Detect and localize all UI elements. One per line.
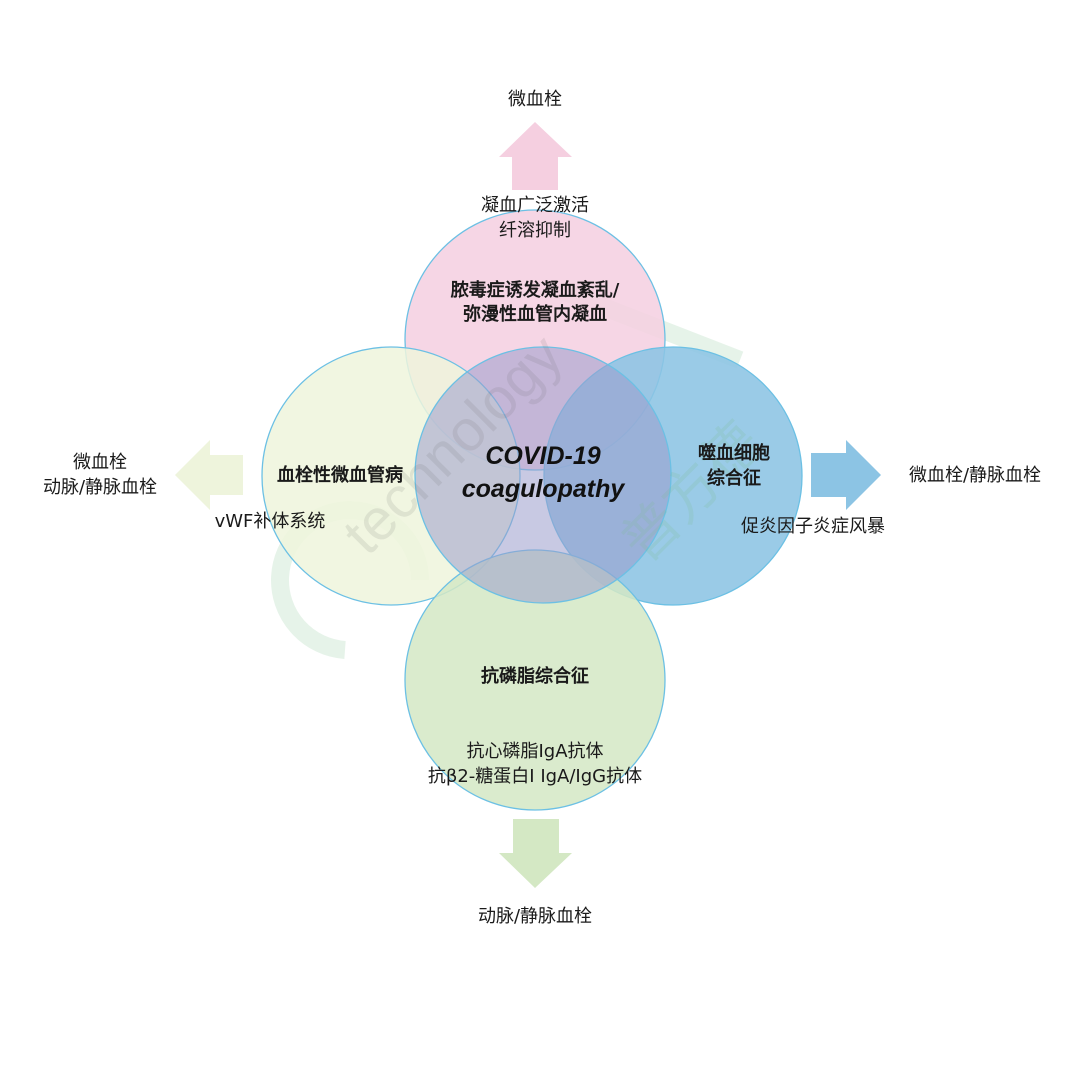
top-mechanism-1: 凝血广泛激活 [481, 195, 589, 216]
bottom-mechanism-2: 抗β2-糖蛋白I IgA/IgG抗体 [427, 766, 643, 787]
center-title-line1: COVID-19 [485, 442, 601, 470]
center-title: COVID-19 coagulopathy [443, 440, 643, 506]
bottom-outcome: 动脉/静脉血栓 [477, 906, 593, 927]
top-circle-title-1: 脓毒症诱发凝血紊乱/ [450, 280, 620, 301]
top-circle-title-2: 弥漫性血管内凝血 [463, 304, 607, 325]
arrow-down [499, 819, 572, 888]
left-mechanism: vWF补体系统 [214, 511, 326, 532]
top-outcome: 微血栓 [508, 89, 562, 110]
right-outcome: 微血栓/静脉血栓 [908, 465, 1042, 486]
center-title-line2: coagulopathy [461, 475, 625, 503]
top-mechanism-2: 纤溶抑制 [499, 220, 571, 241]
left-outcome-2: 动脉/静脉血栓 [42, 477, 158, 498]
arrow-up [499, 122, 572, 190]
right-circle-title-1: 噬血细胞 [698, 443, 770, 464]
bottom-circle-title: 抗磷脂综合征 [481, 666, 589, 687]
right-circle-title-2: 综合征 [707, 468, 761, 489]
right-mechanism: 促炎因子炎症风暴 [741, 516, 885, 537]
arrow-right [811, 440, 881, 510]
circle-center [414, 346, 672, 604]
bottom-mechanism-1: 抗心磷脂IgA抗体 [466, 741, 604, 762]
arrow-left [175, 440, 243, 510]
left-outcome-1: 微血栓 [73, 452, 127, 473]
left-circle-title: 血栓性微血管病 [277, 465, 403, 486]
